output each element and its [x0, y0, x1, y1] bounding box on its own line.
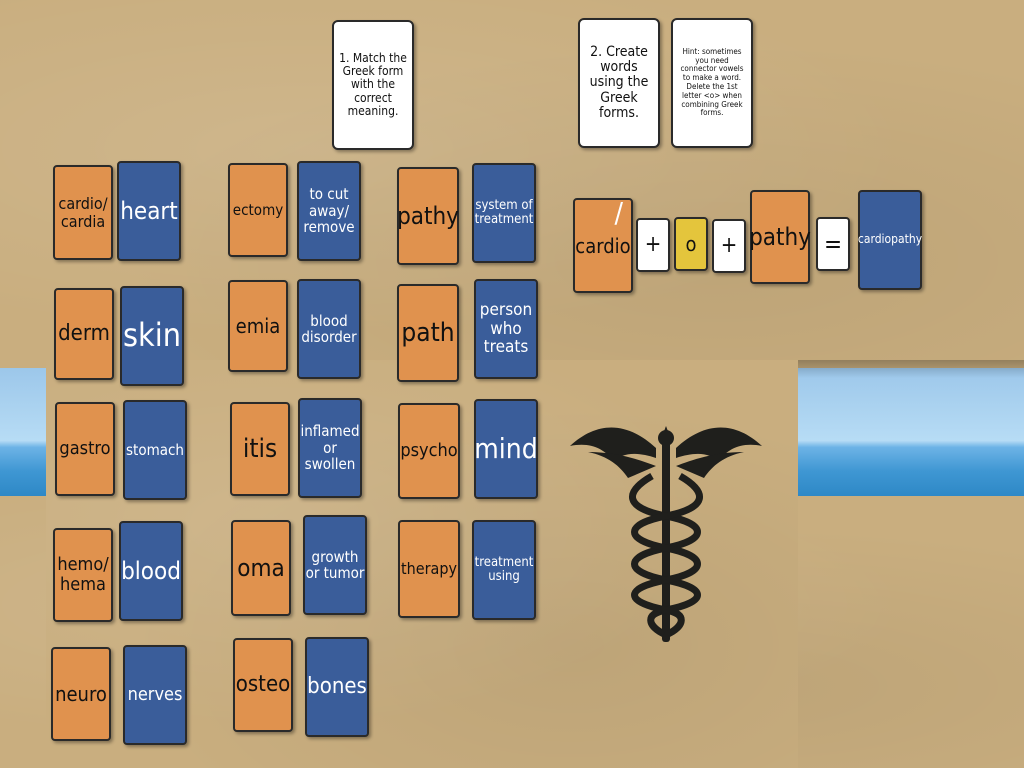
form-card-itis[interactable]: itis — [230, 402, 290, 496]
connector-vowel-card[interactable]: o — [674, 217, 708, 271]
meaning-card-growth[interactable]: growth or tumor — [303, 515, 367, 615]
meaning-label: treatment using — [474, 554, 534, 584]
meaning-card-bones[interactable]: bones — [305, 637, 369, 737]
hint-text: Hint: sometimes you need connector vowel… — [680, 46, 744, 118]
form-card-oma[interactable]: oma — [231, 520, 291, 616]
meaning-card-treatment-using[interactable]: treatment using — [472, 520, 536, 620]
result-label: cardiopathy — [857, 232, 923, 247]
result-card[interactable]: cardiopathy — [858, 190, 922, 290]
form-label: psycho — [400, 440, 458, 462]
meaning-label: system of treatment — [474, 197, 534, 227]
form-label: pathy — [397, 201, 459, 230]
form-card-pathy[interactable]: pathy — [397, 167, 459, 265]
equals-label: = — [823, 229, 843, 258]
form-label: therapy — [400, 559, 457, 579]
form-label: hemo/ hema — [57, 554, 109, 595]
meaning-label: person who treats — [479, 299, 533, 358]
form-card-gastro[interactable]: gastro — [55, 402, 115, 496]
form-label: neuro — [55, 682, 107, 706]
builder-part1-card[interactable]: cardio / — [573, 196, 633, 293]
meaning-label: blood disorder — [301, 311, 357, 346]
builder-part1-label: cardio — [575, 233, 631, 258]
caduceus-icon — [570, 426, 762, 642]
form-label: emia — [235, 314, 281, 338]
meaning-card-system-of-treatment[interactable]: system of treatment — [472, 163, 536, 263]
meaning-label: heart — [120, 196, 178, 225]
plus-sign-1: + — [636, 218, 670, 272]
meaning-card-person-who-treats[interactable]: person who treats — [474, 279, 538, 379]
meaning-card-heart[interactable]: heart — [117, 161, 181, 261]
meaning-label: blood — [121, 556, 181, 585]
instruction-step1: 1. Match the Greek form with the correct… — [332, 20, 414, 150]
meaning-card-inflamed[interactable]: inflamed or swollen — [298, 398, 362, 498]
meaning-card-skin[interactable]: skin — [120, 286, 184, 386]
instruction-step2-text: 2. Create words using the Greek forms. — [589, 43, 649, 122]
delete-mark: / — [614, 196, 624, 229]
connector-label: o — [685, 232, 697, 256]
meaning-label: bones — [307, 673, 367, 699]
form-label: osteo — [235, 671, 291, 697]
wall-shadow — [798, 360, 1024, 378]
form-card-hemo[interactable]: hemo/ hema — [53, 528, 113, 622]
builder-part2-card[interactable]: pathy — [749, 190, 811, 284]
plus-label: + — [644, 231, 662, 257]
meaning-label: mind — [474, 431, 538, 465]
form-card-ectomy[interactable]: ectomy — [228, 163, 288, 257]
form-label: ectomy — [232, 200, 284, 219]
instruction-step2: 2. Create words using the Greek forms. — [578, 18, 660, 148]
form-card-cardio[interactable]: cardio/ cardia — [53, 165, 113, 260]
instruction-step1-text: 1. Match the Greek form with the correct… — [339, 51, 407, 118]
meaning-card-nerves[interactable]: nerves — [123, 645, 187, 745]
form-label: gastro — [59, 438, 111, 460]
form-label: oma — [237, 553, 285, 582]
plus-sign-2: + — [712, 219, 746, 273]
form-label: path — [401, 317, 455, 348]
form-card-emia[interactable]: emia — [228, 280, 288, 372]
meaning-label: nerves — [127, 684, 183, 706]
meaning-label: to cut away/ remove — [303, 185, 355, 237]
form-card-psycho[interactable]: psycho — [398, 403, 460, 499]
equals-sign: = — [816, 217, 850, 271]
meaning-card-stomach[interactable]: stomach — [123, 400, 187, 500]
form-card-osteo[interactable]: osteo — [233, 638, 293, 732]
meaning-label: stomach — [126, 440, 184, 459]
meaning-card-blood[interactable]: blood — [119, 521, 183, 621]
meaning-label: growth or tumor — [305, 547, 365, 582]
meaning-label: inflamed or swollen — [300, 422, 360, 474]
form-label: cardio/ cardia — [58, 193, 108, 231]
plus-label: + — [720, 232, 738, 258]
form-card-path[interactable]: path — [397, 284, 459, 382]
form-card-therapy[interactable]: therapy — [398, 520, 460, 618]
meaning-card-remove[interactable]: to cut away/ remove — [297, 161, 361, 261]
meaning-card-blood-disorder[interactable]: blood disorder — [297, 279, 361, 379]
builder-part2-label: pathy — [749, 222, 811, 251]
form-label: itis — [242, 433, 278, 464]
form-label: derm — [58, 320, 110, 346]
meaning-label: skin — [123, 316, 181, 355]
form-card-derm[interactable]: derm — [54, 288, 114, 380]
form-card-neuro[interactable]: neuro — [51, 647, 111, 741]
hint-note: Hint: sometimes you need connector vowel… — [671, 18, 753, 148]
meaning-card-mind[interactable]: mind — [474, 399, 538, 499]
